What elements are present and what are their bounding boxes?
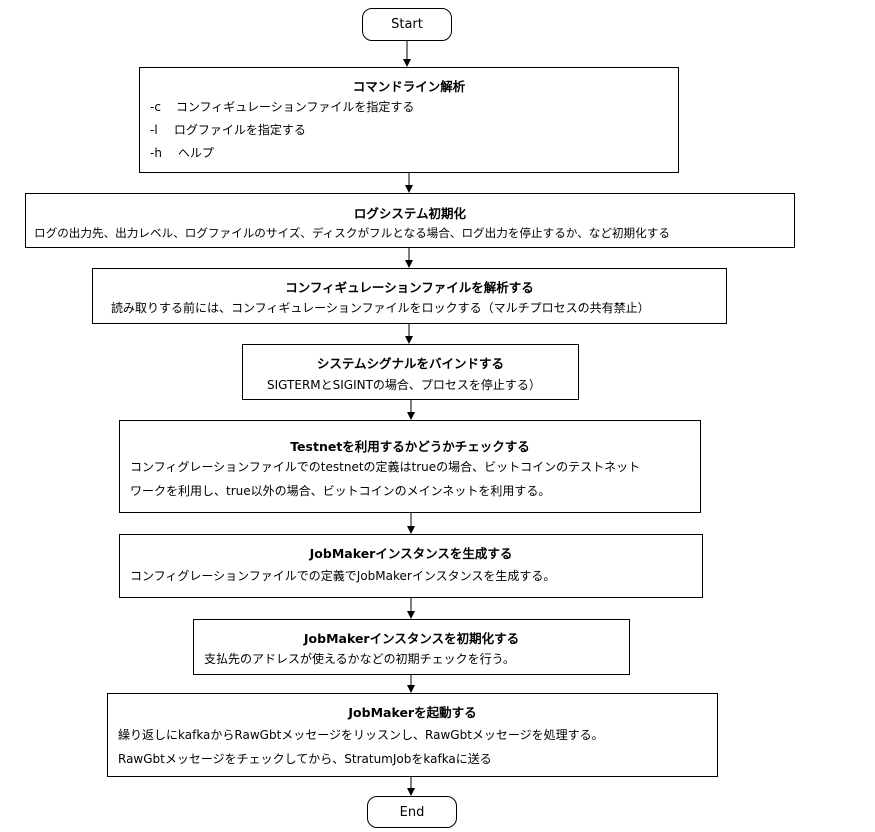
option-flag: -c	[150, 100, 161, 114]
step-title: JobMakerインスタンスを初期化する	[303, 631, 520, 646]
step-title: ログシステム初期化	[353, 206, 467, 221]
option-description: ヘルプ	[177, 146, 214, 160]
option-description: コンフィギュレーションファイルを指定する	[175, 100, 415, 114]
option-flag: -l	[150, 123, 158, 137]
step-init-jobmaker: JobMakerインスタンスを初期化する 支払先のアドレスが使えるかなどの初期チ…	[193, 619, 630, 675]
option-description: ログファイルを指定する	[173, 123, 306, 137]
option-row: -l ログファイルを指定する	[150, 121, 306, 138]
step-description: 繰り返しにkafkaからRawGbtメッセージをリッスンし、RawGbtメッセー…	[118, 728, 604, 742]
step-title: JobMakerインスタンスを生成する	[309, 546, 513, 561]
step-bind-signals: システムシグナルをバインドする SIGTERMとSIGINTの場合、プロセスを停…	[242, 344, 579, 400]
step-config-parsing: コンフィギュレーションファイルを解析する 読み取りする前には、コンフィギュレーシ…	[92, 268, 727, 324]
step-description: 読み取りする前には、コンフィギュレーションファイルをロックする（マルチプロセスの…	[111, 301, 650, 315]
step-title: JobMakerを起動する	[348, 705, 477, 720]
step-description: SIGTERMとSIGINTの場合、プロセスを停止する）	[267, 378, 541, 392]
end-label: End	[399, 804, 425, 820]
step-title: コマンドライン解析	[352, 79, 466, 94]
step-title: コンフィギュレーションファイルを解析する	[285, 280, 534, 295]
step-description: RawGbtメッセージをチェックしてから、StratumJobをkafkaに送る	[118, 752, 492, 766]
option-row: -c コンフィギュレーションファイルを指定する	[150, 98, 414, 115]
step-title: システムシグナルをバインドする	[316, 356, 505, 371]
step-command-line-parsing: コマンドライン解析 -c コンフィギュレーションファイルを指定する -l ログフ…	[139, 67, 679, 173]
start-terminal: Start	[362, 8, 452, 41]
step-create-jobmaker: JobMakerインスタンスを生成する コンフィグレーションファイルでの定義でJ…	[119, 534, 703, 598]
step-description: コンフィグレーションファイルでの定義でJobMakerインスタンスを生成する。	[130, 569, 556, 583]
step-description: ログの出力先、出力レベル、ログファイルのサイズ、ディスクがフルとなる場合、ログ出…	[34, 226, 670, 240]
end-terminal: End	[367, 796, 457, 828]
step-log-system-init: ログシステム初期化 ログの出力先、出力レベル、ログファイルのサイズ、ディスクがフ…	[25, 193, 795, 248]
step-description: コンフィグレーションファイルでのtestnetの定義はtrueの場合、ビットコイ…	[130, 460, 641, 474]
step-description: 支払先のアドレスが使えるかなどの初期チェックを行う。	[204, 652, 515, 666]
option-row: -h ヘルプ	[150, 144, 214, 161]
step-testnet-check: Testnetを利用するかどうかチェックする コンフィグレーションファイルでのt…	[119, 420, 701, 513]
option-flag: -h	[150, 146, 162, 160]
step-start-jobmaker: JobMakerを起動する 繰り返しにkafkaからRawGbtメッセージをリッ…	[107, 693, 718, 777]
step-description: ワークを利用し、true以外の場合、ビットコインのメインネットを利用する。	[130, 484, 551, 498]
step-title: Testnetを利用するかどうかチェックする	[290, 439, 530, 454]
start-label: Start	[391, 17, 423, 32]
